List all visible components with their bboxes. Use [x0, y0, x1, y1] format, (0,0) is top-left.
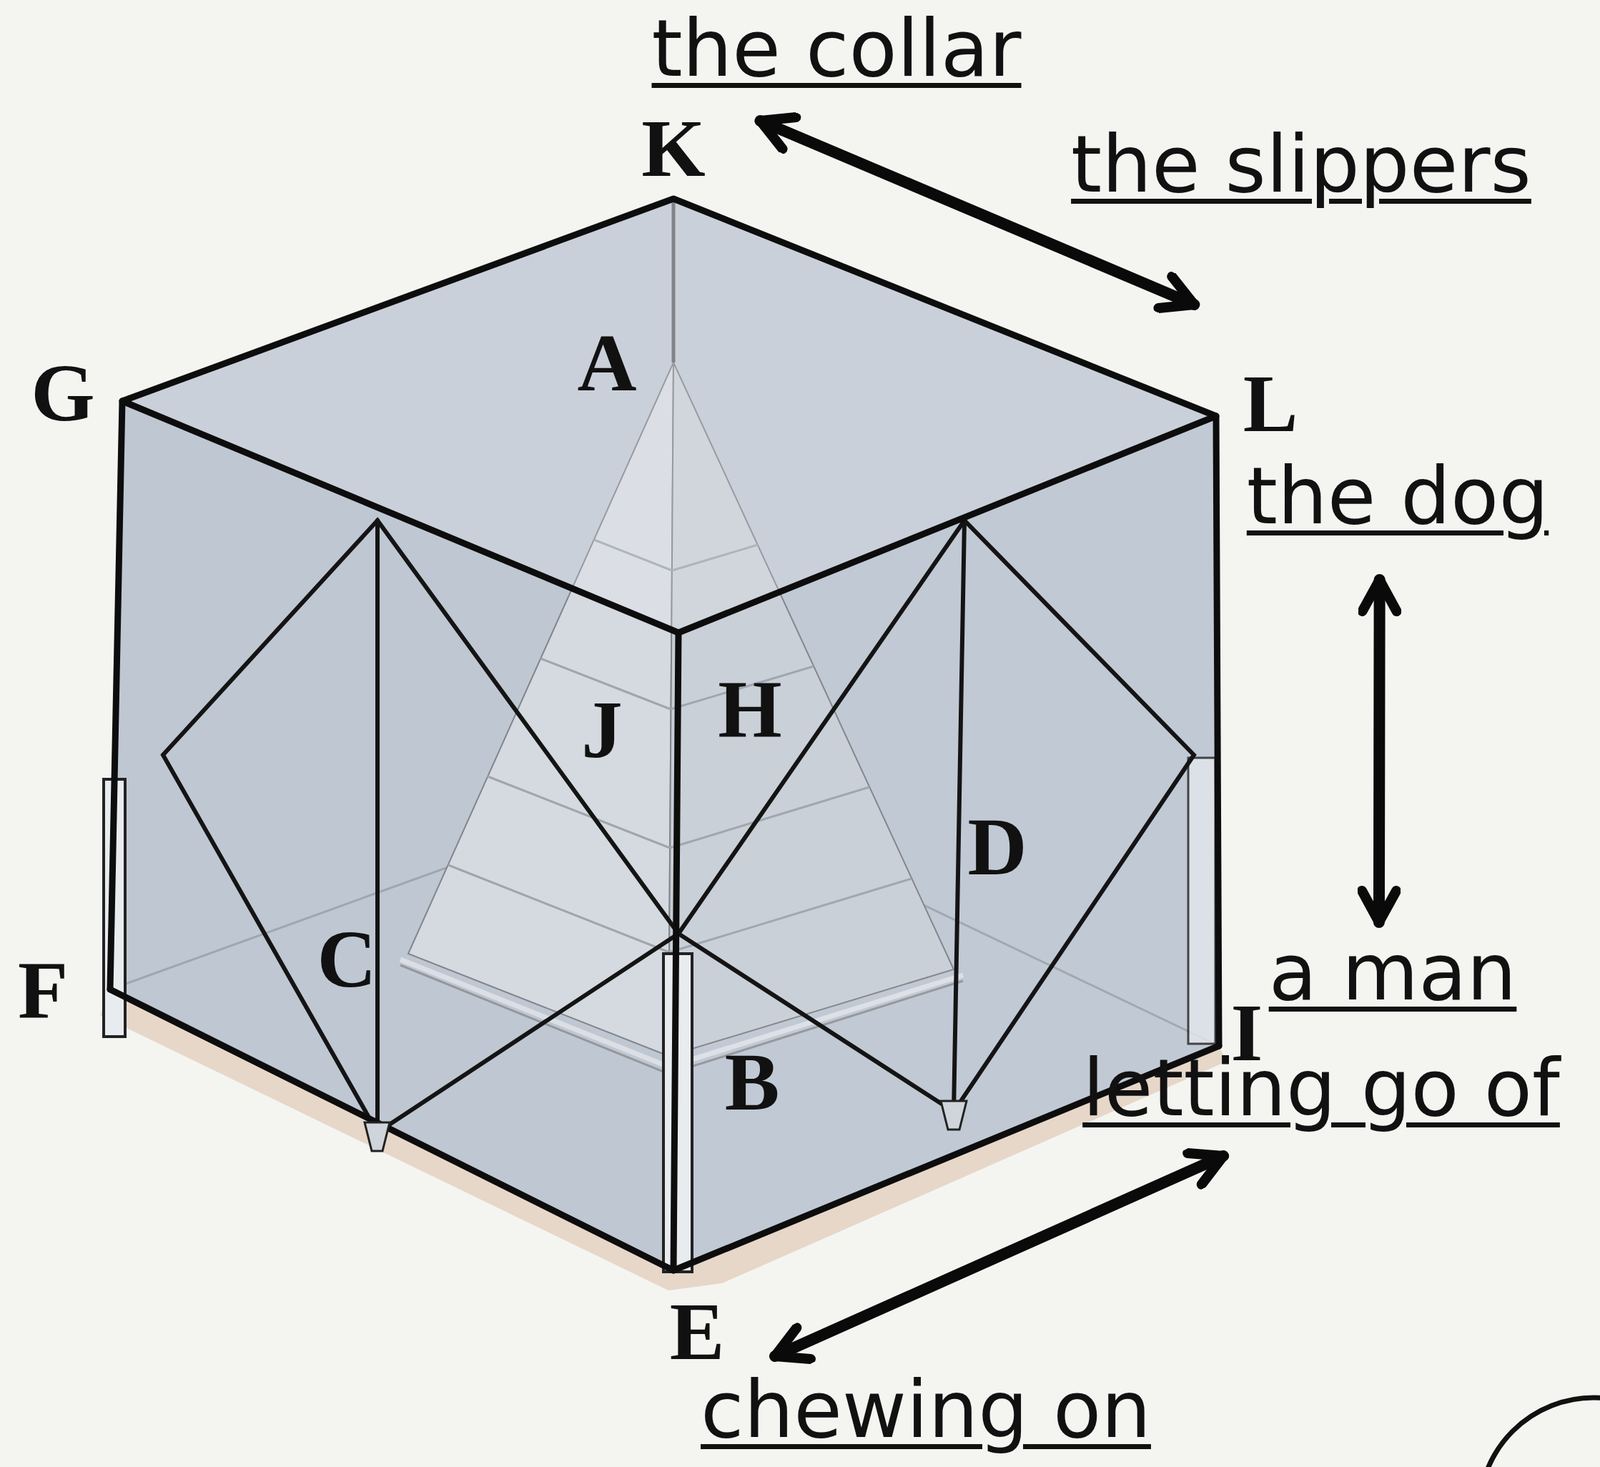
part-letter: A: [576, 321, 637, 404]
brace-line: [375, 520, 380, 1133]
top-outline: [122, 198, 1217, 633]
corner-circle: [1479, 1397, 1600, 1467]
brace-foot: [940, 1100, 967, 1130]
phrase-text: letting go of: [1082, 1045, 1560, 1132]
brace-diamond: [163, 520, 679, 1133]
part-letter: I: [1231, 991, 1264, 1074]
left-face: [110, 401, 679, 1271]
cube-edge: [1216, 416, 1219, 1046]
phrase-text: the slippers: [1070, 121, 1532, 209]
part-letter: D: [967, 805, 1027, 888]
phrase-text: a man: [1268, 929, 1518, 1016]
part-letter: F: [17, 948, 68, 1031]
phrase-node: the slippers: [1070, 121, 1532, 209]
double-arrow: [1373, 579, 1386, 923]
phrase-node: a man: [1268, 929, 1518, 1016]
cube-edges: [110, 198, 1219, 1271]
phrase-text: the collar: [651, 5, 1021, 93]
part-letter: H: [717, 668, 782, 751]
phrase-text: chewing on: [700, 1366, 1152, 1454]
phrase-node: the dog: [1246, 453, 1549, 540]
corner-post: [1188, 757, 1216, 1044]
cube-edge: [110, 401, 123, 990]
phrase-text: the dog: [1246, 453, 1549, 540]
brace-foot: [364, 1122, 390, 1152]
phrase-node: letting go of: [1082, 1045, 1560, 1132]
cube-edge: [673, 632, 679, 1271]
part-letter: B: [724, 1040, 780, 1124]
phrase-node: chewing on: [700, 1366, 1152, 1454]
part-letter: G: [30, 351, 95, 434]
brace-line: [953, 520, 965, 1112]
part-letter: K: [641, 107, 705, 190]
part-letter: C: [316, 917, 377, 1001]
brace-diamond: [678, 520, 1194, 1112]
part-letter: L: [1243, 362, 1299, 445]
part-letter: J: [581, 688, 623, 771]
right-face: [673, 416, 1219, 1271]
double-arrow: [774, 1156, 1224, 1357]
part-letter: E: [669, 1290, 725, 1373]
phrase-node: the collar: [651, 5, 1021, 93]
